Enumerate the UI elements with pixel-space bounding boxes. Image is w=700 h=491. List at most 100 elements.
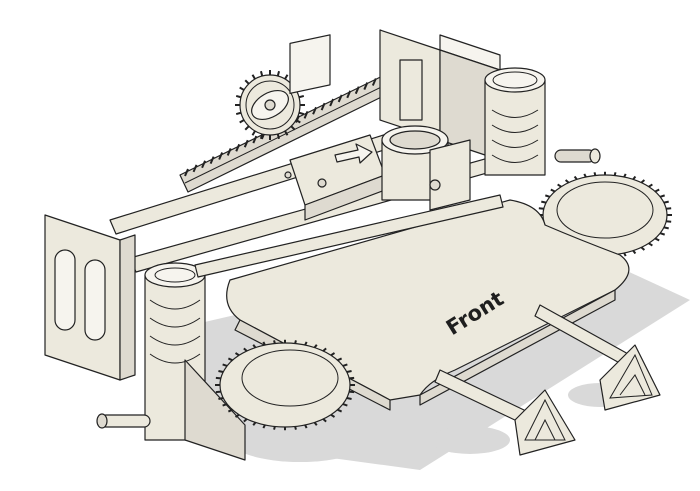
front-foot-right (599, 344, 661, 411)
arrow-icon (334, 143, 373, 164)
gear-tooth (273, 340, 276, 344)
gear-tooth (663, 200, 669, 204)
gear-tooth (632, 250, 637, 255)
rack-tooth (252, 135, 258, 144)
leveling-wheel-right[interactable] (538, 171, 672, 259)
gear-tooth (234, 413, 240, 418)
rack-tooth (363, 82, 369, 90)
rack-tooth (320, 102, 326, 111)
gear-tooth (290, 125, 296, 131)
gear-tooth (346, 370, 352, 373)
gear-tooth (659, 194, 666, 198)
gear-tooth (342, 363, 348, 367)
gear-tooth (222, 363, 228, 367)
gear-tooth (218, 397, 224, 400)
gear-tooth (349, 376, 355, 380)
gear-tooth (251, 130, 256, 136)
rack-tooth (235, 143, 241, 152)
gear-tooth (313, 344, 318, 349)
gear-tooth (654, 237, 660, 242)
gear-tooth (659, 232, 666, 236)
gear-tooth (304, 341, 308, 346)
rack-tooth (243, 139, 249, 148)
gear-tooth (276, 133, 281, 140)
gear-tooth (294, 340, 297, 344)
spring-tower-front-left (96, 262, 246, 461)
gear-tooth (623, 252, 627, 257)
gear-tooth (273, 426, 276, 430)
rack-tooth (329, 98, 335, 107)
rack-tooth (201, 160, 206, 169)
rack-tooth (184, 168, 189, 177)
gear-tooth (550, 188, 556, 193)
rack-tooth (303, 110, 309, 119)
gear-tooth (557, 183, 562, 188)
gear-tooth (262, 341, 266, 346)
gear-tooth (349, 390, 355, 394)
gear-tooth (346, 397, 352, 400)
gear-tooth (215, 390, 221, 394)
rack-tooth (371, 78, 377, 86)
gear-tooth (243, 418, 248, 423)
gear-tooth (215, 376, 221, 380)
rack-tooth (226, 148, 232, 156)
gear-tooth (648, 183, 653, 188)
gear-tooth (640, 179, 646, 184)
gear-tooth (227, 357, 233, 362)
gear-tooth (666, 220, 672, 223)
gear-tooth (337, 357, 343, 362)
gear-tooth (243, 347, 248, 352)
gear-icon (235, 70, 305, 140)
gear-tooth (252, 421, 257, 426)
gear-tooth (541, 200, 547, 204)
gear-tooth (244, 79, 250, 85)
gear-tooth (648, 242, 653, 247)
gear-tooth (330, 352, 336, 357)
gear-tooth (227, 408, 233, 413)
front-foot-left (514, 389, 576, 456)
spring-tower-rear-right (484, 67, 601, 176)
rack-tooth (346, 90, 352, 99)
front-left-rod (194, 194, 504, 278)
gear-tooth (632, 175, 637, 180)
gear-tooth (337, 408, 343, 413)
gear-tooth (663, 226, 669, 230)
gear-tooth (284, 130, 289, 136)
rack-tooth (337, 94, 343, 103)
leveling-wheel-left[interactable] (215, 339, 355, 431)
gear-tooth (234, 352, 240, 357)
rack-tooth (218, 152, 224, 160)
gear-tooth (573, 175, 578, 180)
gear-tooth (640, 246, 646, 251)
front-rods (434, 304, 631, 433)
gear-tooth (276, 70, 281, 77)
left-end-plate (44, 214, 136, 381)
gear-tooth (244, 125, 250, 131)
gear-tooth (666, 207, 672, 210)
gear-tooth (262, 424, 266, 429)
gear-tooth (342, 403, 348, 407)
gear-tooth (259, 133, 264, 140)
gear-tooth (313, 421, 318, 426)
gear-tooth (654, 188, 660, 193)
gear-tooth (322, 347, 327, 352)
gear-tooth (330, 413, 336, 418)
gear-tooth (544, 194, 551, 198)
gear-tooth (298, 94, 305, 99)
rack-tooth (192, 164, 198, 173)
rack-tooth (354, 86, 360, 95)
gear-tooth (235, 111, 242, 116)
gear-tooth (593, 172, 597, 176)
gear-tooth (613, 172, 617, 176)
gear-tooth (322, 418, 327, 423)
rack-tooth (312, 106, 317, 115)
gear-tooth (239, 119, 245, 124)
gear-tooth (284, 74, 289, 80)
gear-tooth (222, 403, 228, 407)
rack-tooth (209, 156, 215, 165)
gear-tooth (235, 94, 242, 99)
gear-tooth (304, 424, 308, 429)
gear-tooth (564, 179, 570, 184)
